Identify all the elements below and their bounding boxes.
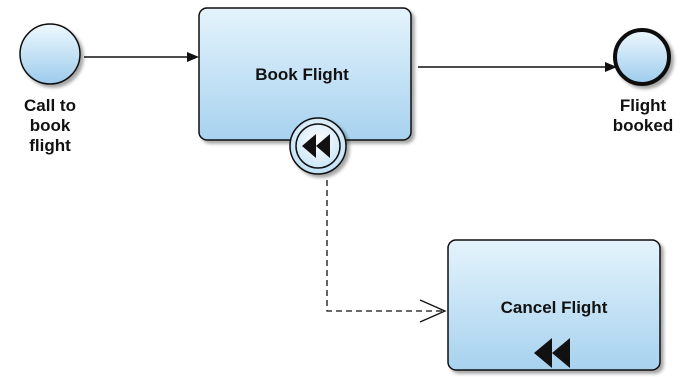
- cancel-flight-label: Cancel Flight: [501, 298, 608, 317]
- compensation-marker-icon: [534, 338, 570, 368]
- sequence-flow-start-to-book[interactable]: [84, 52, 199, 62]
- sequence-flow-book-to-end[interactable]: [418, 62, 617, 72]
- start-event-label: Call to book flight: [24, 96, 76, 155]
- compensation-boundary-event[interactable]: [289, 117, 347, 175]
- end-event-label: Flight booked: [612, 96, 674, 135]
- compensation-association[interactable]: [326, 180, 447, 323]
- end-event[interactable]: [613, 28, 671, 86]
- cancel-flight-task[interactable]: Cancel Flight: [447, 239, 661, 371]
- book-flight-task[interactable]: Book Flight: [198, 7, 412, 141]
- compensation-marker-icon: [302, 134, 330, 158]
- book-flight-label: Book Flight: [255, 65, 349, 84]
- start-event[interactable]: [19, 23, 81, 85]
